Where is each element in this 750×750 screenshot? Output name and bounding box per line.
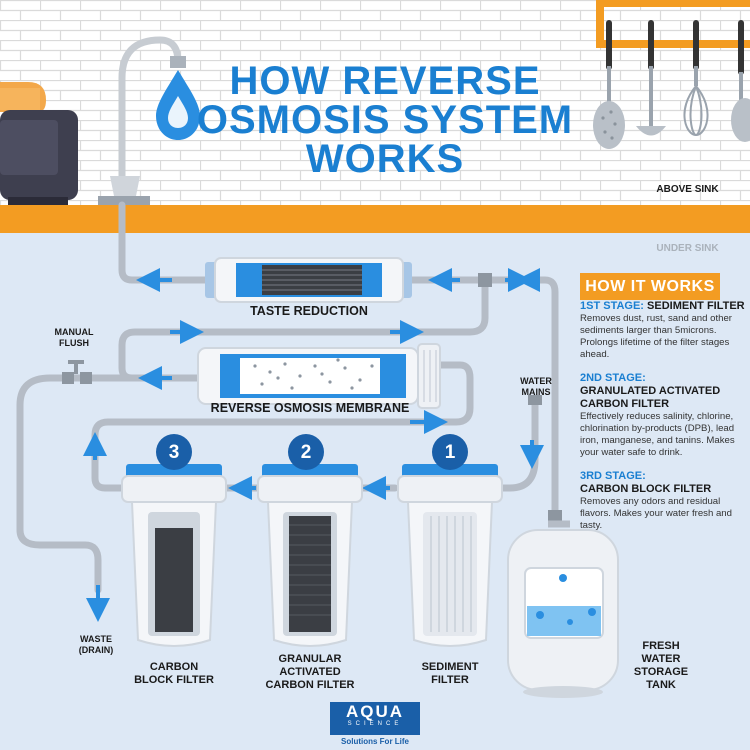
stage1-body: Removes dust, rust, sand and other sedim…	[580, 313, 732, 360]
stage2-body: Effectively reduces salinity, chlorine, …	[580, 411, 735, 458]
badge-3: 3	[168, 442, 180, 463]
title-line-1: HOW REVERSE	[229, 59, 541, 103]
storage-tank-label: FRESH WATER STORAGE TANK	[626, 640, 696, 692]
tank-line-3: STORAGE	[633, 666, 689, 678]
stage-badges	[156, 434, 468, 470]
stage3-number: 3RD STAGE:	[580, 470, 646, 482]
stage1-heading: 1ST STAGE: SEDIMENT FILTER	[580, 300, 745, 313]
logo-sub: SCIENCE	[347, 721, 403, 727]
under-sink-label: UNDER SINK	[656, 243, 719, 254]
carbon-block-canister	[121, 464, 227, 647]
stage1-number: 1ST STAGE:	[580, 300, 644, 312]
taste-reduction-label: TASTE REDUCTION	[250, 304, 368, 318]
water-mains-label: WATER MAINS	[506, 376, 566, 398]
title-line-2: OSMOSIS SYSTEM	[196, 98, 574, 142]
carbon-block-line-2: BLOCK FILTER	[134, 674, 214, 686]
stage3-body: Removes any odors and residual flavors. …	[580, 496, 732, 531]
slotted-spoon-icon	[593, 20, 625, 149]
stage2-number: 2ND STAGE:	[580, 372, 646, 384]
badge-1: 1	[444, 442, 456, 463]
water-drop-icon	[156, 70, 200, 140]
mains-valve	[528, 395, 542, 405]
logo-tagline: Solutions For Life	[341, 737, 409, 746]
membrane-label: REVERSE OSMOSIS MEMBRANE	[210, 401, 410, 415]
logo-main: AQUA	[345, 702, 405, 721]
manual-flush-line-2: FLUSH	[59, 338, 89, 348]
stage3-name: CARBON BLOCK FILTER	[580, 483, 712, 495]
ro-membrane	[197, 343, 441, 409]
countertop	[0, 205, 750, 233]
whisk-icon	[683, 20, 709, 137]
granular-carbon-label: GRANULAR ACTIVATED CARBON FILTER	[262, 653, 358, 692]
badge-2: 2	[300, 442, 312, 463]
tank-line-2: WATER	[641, 653, 681, 665]
sediment-canister	[397, 464, 503, 647]
waste-label: WASTE (DRAIN)	[66, 634, 126, 656]
water-mains-line-1: WATER	[520, 376, 552, 386]
title-line-3: WORKS	[305, 137, 465, 181]
sediment-line-1: SEDIMENT	[421, 661, 479, 673]
spoon-icon	[731, 20, 750, 142]
carbon-block-line-1: CARBON	[149, 661, 199, 673]
logo-background	[330, 702, 420, 735]
utensil-rack	[593, 0, 750, 149]
sediment-line-2: FILTER	[431, 674, 469, 686]
manual-flush-valve	[62, 360, 92, 384]
page-title: HOW REVERSE OSMOSIS SYSTEM WORKS	[190, 59, 580, 181]
waste-line-1: WASTE	[79, 634, 112, 644]
manual-flush-label: MANUAL FLUSH	[44, 327, 104, 349]
sediment-label: SEDIMENT FILTER	[410, 661, 490, 687]
tank-line-4: TANK	[646, 679, 676, 691]
ladle-icon	[636, 20, 666, 136]
water-mains-line-2: MAINS	[521, 387, 551, 397]
flow-arrows	[83, 268, 544, 622]
granular-line-2: ACTIVATED	[279, 666, 341, 678]
above-sink-label: ABOVE SINK	[656, 184, 719, 195]
manual-flush-line-1: MANUAL	[54, 327, 94, 337]
taste-reduction-filter	[205, 257, 412, 303]
waste-line-2: (DRAIN)	[78, 645, 114, 655]
stage2-name: GRANULATED ACTIVATED CARBON FILTER	[580, 385, 721, 410]
toaster-icon	[0, 82, 78, 205]
how-it-works-panel: 1ST STAGE: SEDIMENT FILTER Removes dust,…	[580, 300, 745, 543]
granular-carbon-canister	[257, 464, 363, 647]
how-it-works-heading: HOW IT WORKS	[580, 273, 720, 300]
tee-fitting	[478, 273, 492, 287]
tank-line-1: FRESH	[642, 640, 680, 652]
faucet-icon	[98, 36, 186, 205]
storage-tank	[507, 520, 619, 698]
stage1-name: SEDIMENT FILTER	[647, 300, 745, 312]
carbon-block-label: CARBON BLOCK FILTER	[134, 661, 214, 687]
granular-line-1: GRANULAR	[278, 653, 342, 665]
granular-line-3: CARBON FILTER	[265, 679, 355, 691]
